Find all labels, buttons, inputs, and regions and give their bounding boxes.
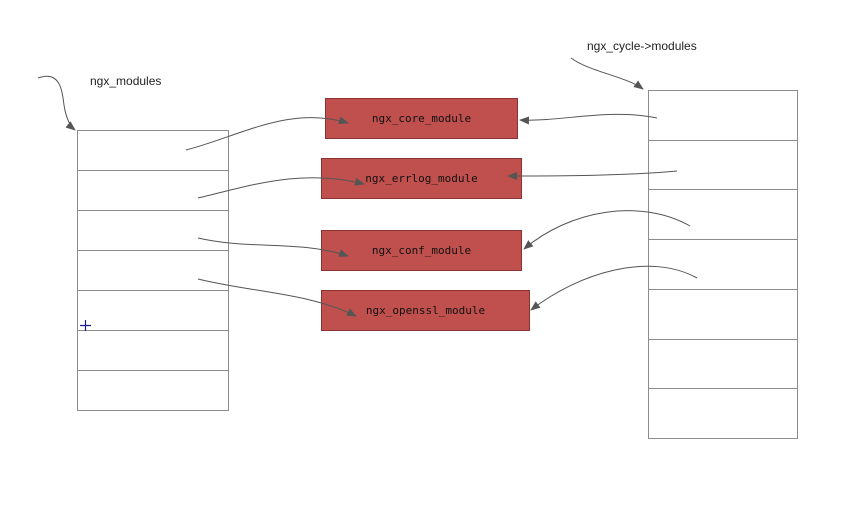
array-cell: [649, 141, 797, 190]
right-to-openssl-arrow: [530, 265, 698, 311]
ngx-modules-pointer-arrow: [37, 75, 76, 131]
array-cell: [649, 190, 797, 240]
array-cell: [78, 171, 228, 211]
array-cell: [78, 251, 228, 291]
ngx-modules-label: ngx_modules: [90, 74, 162, 88]
array-cell: [78, 211, 228, 251]
ngx-cycle-modules-array: [648, 90, 798, 439]
left-to-core-arrow: [185, 116, 349, 151]
right-to-core-arrow: [519, 113, 658, 125]
module-box-errlog: ngx_errlog_module: [321, 158, 522, 199]
array-cell: [649, 240, 797, 290]
left-to-errlog-arrow: [197, 177, 365, 199]
array-cell: [78, 291, 228, 331]
left-to-openssl-arrow: [197, 278, 357, 317]
array-cell: [78, 131, 228, 171]
ngx-modules-array: [77, 130, 229, 411]
ngx-cycle-modules-label: ngx_cycle->modules: [587, 39, 697, 53]
module-box-conf: ngx_conf_module: [321, 230, 522, 271]
right-to-errlog-arrow: [507, 170, 678, 180]
left-to-conf-arrow: [197, 237, 349, 257]
module-box-core: ngx_core_module: [325, 98, 518, 139]
ngx-cycle-pointer-arrow: [570, 57, 644, 90]
array-cell: [78, 331, 228, 371]
right-to-conf-arrow: [523, 210, 691, 250]
crosshair-cursor-icon: [80, 320, 91, 331]
array-cell: [649, 290, 797, 340]
array-cell: [649, 340, 797, 389]
array-cell: [649, 91, 797, 141]
